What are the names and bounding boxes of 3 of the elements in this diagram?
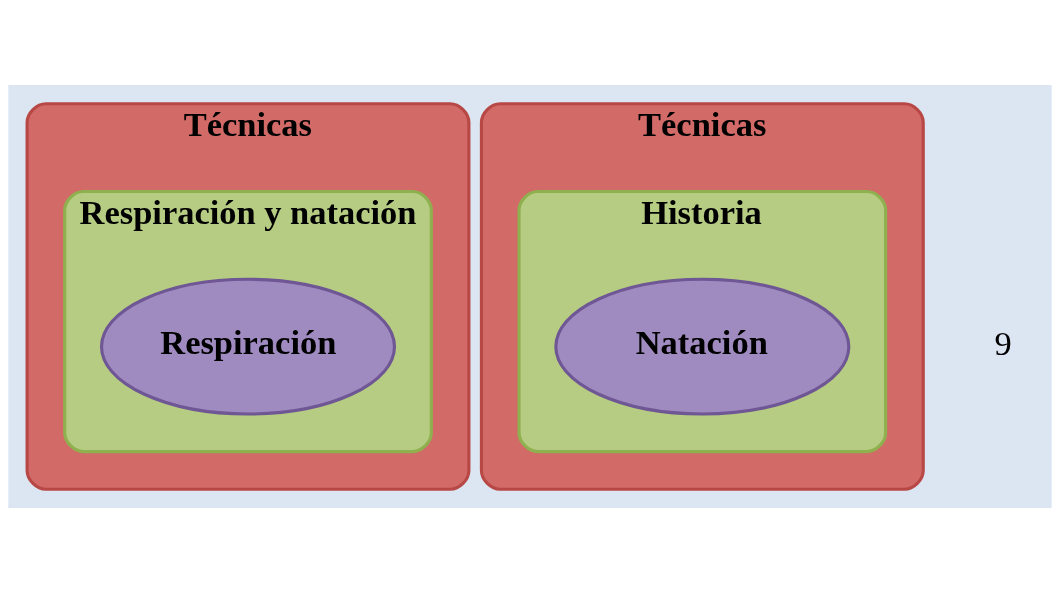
node-ellipse: Natación — [554, 277, 851, 416]
node-ellipse: Respiración — [99, 277, 397, 416]
label: 9 — [994, 324, 1012, 363]
